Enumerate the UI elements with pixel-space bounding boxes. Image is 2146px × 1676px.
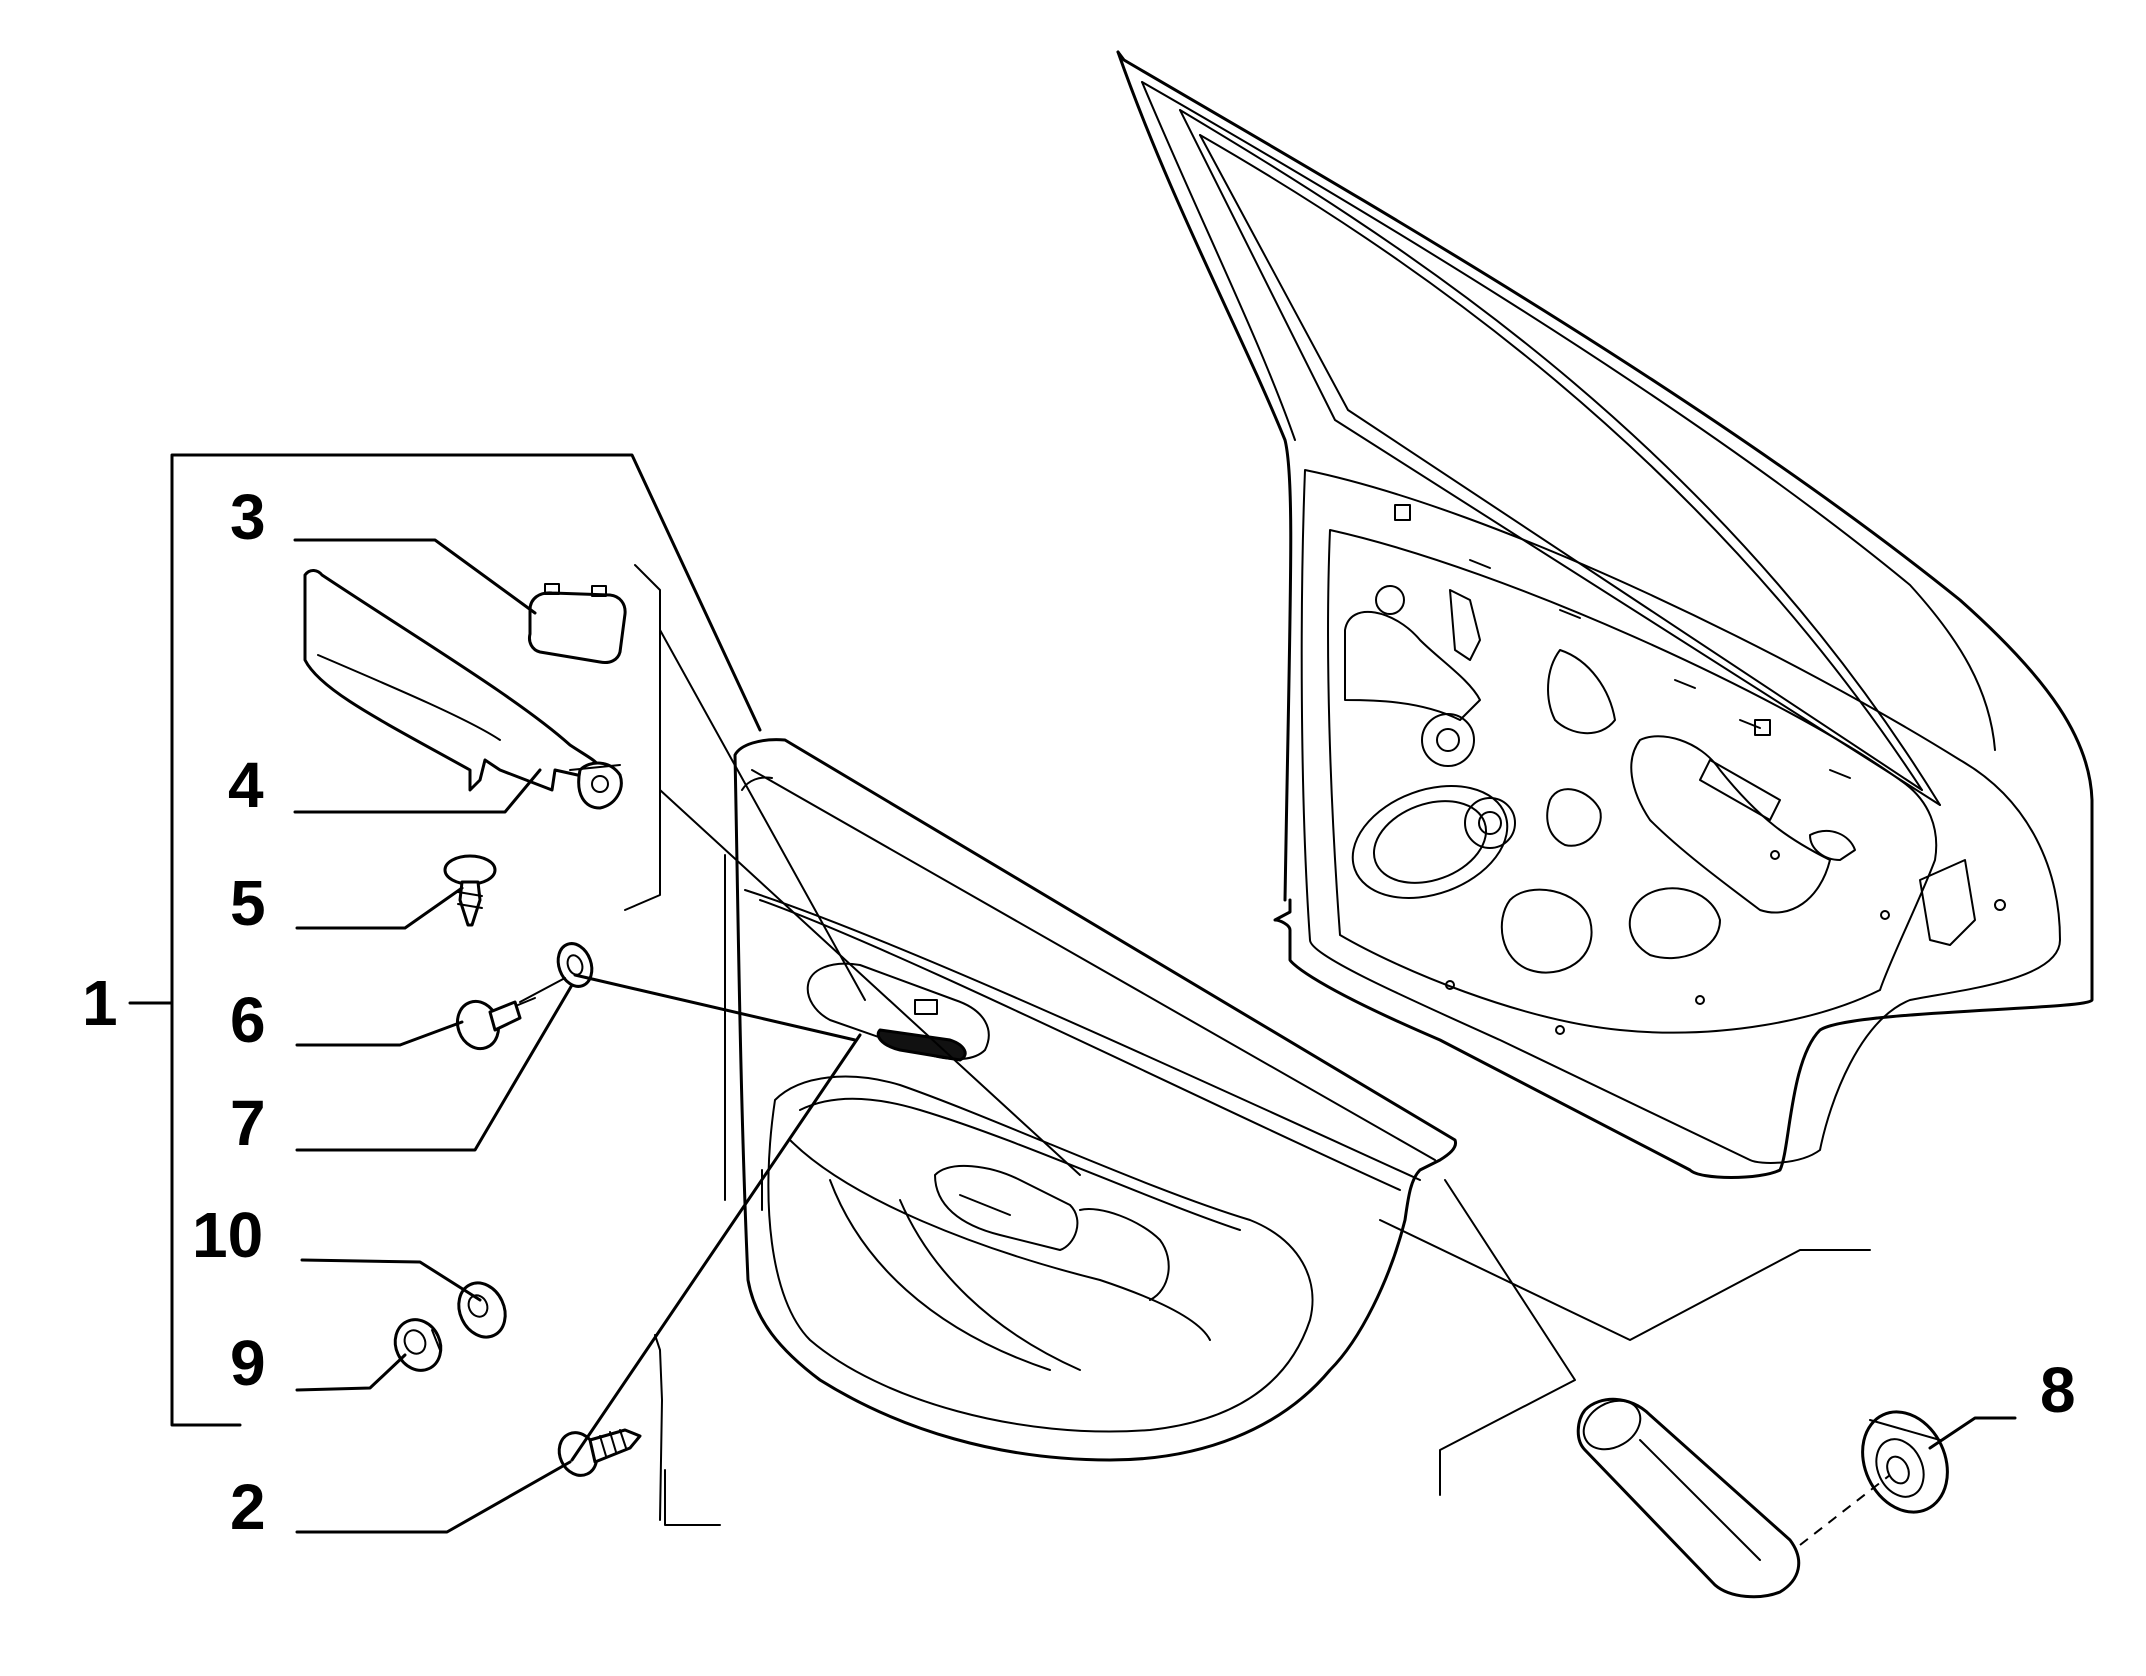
door-trim-panel bbox=[724, 738, 1458, 1462]
callout-5: 5 bbox=[230, 867, 266, 939]
callout-labels: 1 3 4 5 6 7 10 9 2 8 bbox=[82, 481, 2076, 1543]
window-crank-handle bbox=[1576, 1397, 1801, 1599]
part-3-cap bbox=[528, 583, 627, 664]
assembly-axis bbox=[1799, 1474, 1891, 1546]
leader-lines bbox=[293, 538, 2017, 1534]
part-2-screw bbox=[557, 1428, 642, 1477]
group-bracket bbox=[128, 453, 762, 1427]
callout-1: 1 bbox=[82, 967, 118, 1039]
part-7-washer bbox=[519, 942, 594, 1003]
callout-3: 3 bbox=[230, 481, 266, 553]
part-9-grommet bbox=[393, 1318, 443, 1372]
callout-4: 4 bbox=[228, 749, 264, 821]
part-10-clip bbox=[457, 1281, 507, 1339]
part-4-arm bbox=[303, 569, 623, 810]
callout-8: 8 bbox=[2040, 1354, 2076, 1426]
part-6-rivet bbox=[455, 997, 536, 1051]
callout-7: 7 bbox=[230, 1087, 266, 1159]
part-5-push-clip bbox=[443, 854, 497, 927]
callout-6: 6 bbox=[230, 984, 266, 1056]
assembly-guides bbox=[624, 564, 1871, 1526]
callout-2: 2 bbox=[230, 1471, 266, 1543]
callout-10: 10 bbox=[192, 1199, 263, 1271]
door-frame bbox=[1116, 50, 2094, 1179]
callout-9: 9 bbox=[230, 1327, 266, 1399]
part-8-escutcheon bbox=[1861, 1410, 1949, 1514]
